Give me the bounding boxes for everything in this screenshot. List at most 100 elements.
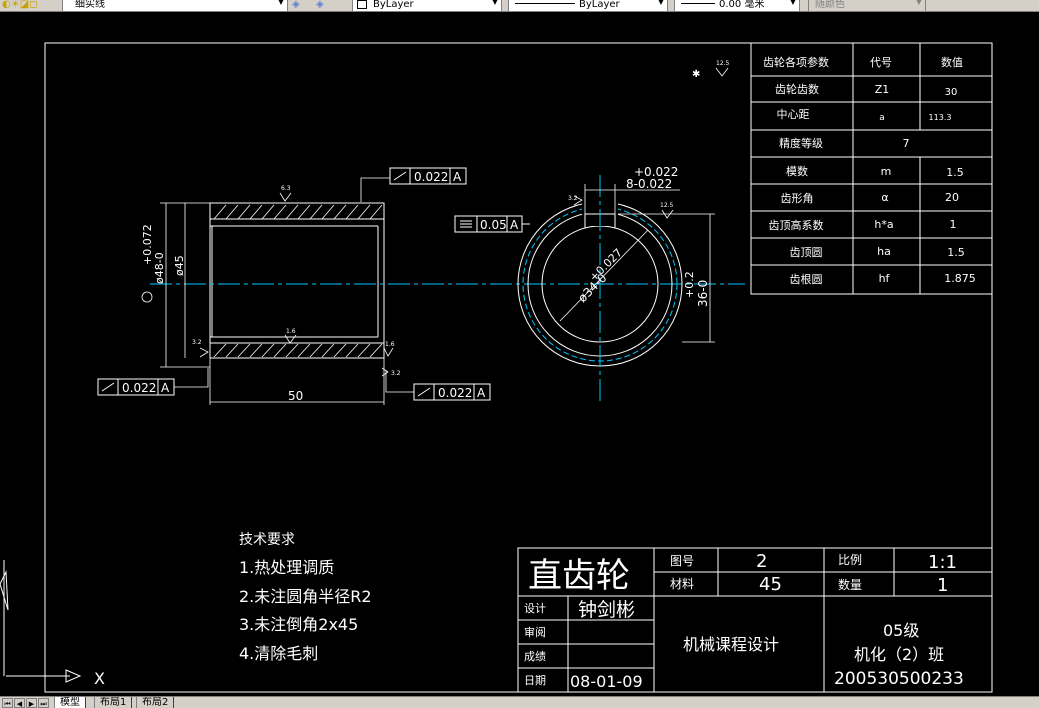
param-row-symbol: a (879, 113, 885, 123)
runout-top-datum: A (453, 170, 462, 184)
quantity-value: 1 (937, 575, 948, 596)
gear-param-table (750, 42, 993, 295)
param-header-name: 齿轮各项参数 (763, 55, 829, 69)
layout-tabs-bar: ⏮ ◀ ▶ ⏭ 模型 布局1 布局2 (0, 696, 1039, 708)
param-row-value: 30 (945, 87, 958, 98)
param-row-name: 齿形角 (781, 192, 814, 205)
flatness-tolerance (454, 215, 530, 233)
param-row-value: 20 (945, 191, 959, 204)
tech-req-item: 3.未注倒角2x45 (239, 615, 358, 634)
datum-a-marker (141, 291, 153, 303)
tech-req-item: 4.清除毛刺 (239, 644, 318, 663)
param-row-name: 齿顶高系数 (769, 218, 824, 232)
linetype-dropdown[interactable]: ByLayer ▼ (508, 0, 668, 11)
flatness-datum: A (510, 218, 519, 232)
roughness-marks-right (573, 67, 729, 219)
designer-label: 设计 (524, 602, 546, 615)
make-layer-current-icon[interactable]: ◈ (292, 0, 300, 10)
param-row-name: 齿根圆 (790, 272, 823, 286)
title-block (517, 547, 993, 693)
color-dropdown[interactable]: ByLayer ▼ (352, 0, 502, 11)
material-label: 材料 (670, 577, 694, 591)
tech-requirements: 技术要求 1.热处理调质 2.未注圆角半径R2 3.未注倒角2x45 4.清除毛… (239, 532, 372, 663)
left-dimensions (160, 202, 385, 405)
color-swatch (357, 0, 367, 9)
tab-next-icon[interactable]: ▶ (26, 698, 37, 708)
tab-model[interactable]: 模型 (54, 697, 86, 708)
class-name: 机化（2）班 (854, 645, 944, 664)
ucs-x-label: X (94, 669, 105, 688)
tech-req-title: 技术要求 (239, 532, 295, 548)
roughness-top: 6.3 (281, 185, 291, 192)
designer-name: 钟剑彬 (578, 599, 635, 621)
layer-name: 细实线 (75, 0, 105, 10)
height-dim: 36-0 (696, 280, 710, 307)
param-row-name: 模数 (786, 165, 808, 178)
roughness-marks-left (199, 192, 394, 377)
param-row-value: 7 (903, 137, 910, 150)
tech-req-item: 2.未注圆角半径R2 (239, 587, 372, 606)
param-row-value: 113.3 (929, 113, 952, 122)
param-header-value: 数值 (941, 56, 963, 69)
chevron-down-icon: ▼ (491, 0, 499, 6)
flatness-value: 0.05 (480, 218, 507, 232)
scale-label: 比例 (838, 553, 862, 567)
key-width-lower: 8-0.022 (626, 177, 672, 191)
roughness-top-right: 12.5 (660, 202, 674, 209)
other-roughness-icon: ✱ (692, 69, 700, 80)
tab-first-icon[interactable]: ⏮ (2, 698, 13, 708)
param-row-symbol: m (881, 165, 892, 178)
plot-style-dropdown[interactable]: 随颜色 ▼ (808, 0, 926, 11)
class-year: 05级 (883, 621, 919, 640)
outer-diameter-tol: +0.072 (141, 224, 154, 265)
param-row-symbol: hf (879, 272, 891, 285)
drawing-canvas[interactable]: +0.072 ø48-0 ø45 50 6.3 1.6 1.6 3.2 3.2 … (0, 12, 1039, 696)
ucs-icon (0, 560, 82, 683)
end-view (517, 175, 683, 404)
height-dimension (618, 213, 715, 343)
color-value: ByLayer (373, 0, 414, 10)
linetype-value: ByLayer (579, 0, 620, 10)
param-row-value: 1.5 (946, 166, 964, 179)
tab-last-icon[interactable]: ⏭ (38, 698, 49, 708)
lineweight-value: 0.00 毫米 (719, 0, 765, 10)
grade-label: 成绩 (524, 650, 546, 663)
drawing-svg: +0.072 ø48-0 ø45 50 6.3 1.6 1.6 3.2 3.2 … (0, 42, 993, 693)
section-hatching (213, 204, 383, 358)
bore-leader (559, 229, 649, 322)
drawing-no: 2 (756, 551, 767, 572)
runout-top-value: 0.022 (414, 170, 448, 184)
runout-left-value: 0.022 (122, 381, 156, 395)
layer-state-icons[interactable]: ◐☀◪◻ (2, 0, 38, 10)
chevron-down-icon: ▼ (277, 0, 285, 6)
reviewer-label: 审阅 (524, 625, 546, 639)
plot-style-value: 随颜色 (815, 0, 845, 10)
outer-diameter-dim: ø48-0 (153, 252, 166, 284)
runout-left-datum: A (161, 381, 170, 395)
drawing-no-label: 图号 (670, 554, 694, 568)
runout-tolerance-left (97, 368, 209, 396)
lineweight-dropdown[interactable]: 0.00 毫米 ▼ (674, 0, 800, 11)
date-value: 08-01-09 (570, 672, 643, 691)
runout-tolerance-top (360, 167, 467, 202)
chevron-down-icon: ▼ (789, 0, 797, 6)
param-row-name: 齿轮齿数 (775, 82, 819, 96)
param-row-name: 中心距 (777, 108, 810, 121)
quantity-label: 数量 (838, 577, 862, 592)
tab-prev-icon[interactable]: ◀ (14, 698, 25, 708)
runout-tolerance-bottom (385, 370, 491, 401)
layer-previous-icon[interactable]: ◈ (316, 0, 324, 10)
key-width-upper: +0.022 (634, 165, 678, 179)
tab-layout2[interactable]: 布局2 (136, 697, 175, 708)
date-label: 日期 (524, 674, 546, 687)
roughness-right: 1.6 (385, 341, 395, 348)
layer-dropdown[interactable]: 细实线 ▼ (62, 0, 288, 11)
tech-req-item: 1.热处理调质 (239, 558, 334, 577)
linetype-sample (515, 3, 575, 4)
properties-toolbar: ◐☀◪◻ 细实线 ▼ ◈ ◈ ByLayer ▼ ByLayer ▼ 0.00 … (0, 0, 1039, 12)
height-tol: +0.2 (683, 271, 696, 298)
tab-layout1[interactable]: 布局1 (94, 697, 133, 708)
scale-value: 1:1 (928, 552, 957, 573)
roughness-side: 3.2 (391, 370, 401, 377)
param-row-name: 精度等级 (779, 136, 823, 150)
